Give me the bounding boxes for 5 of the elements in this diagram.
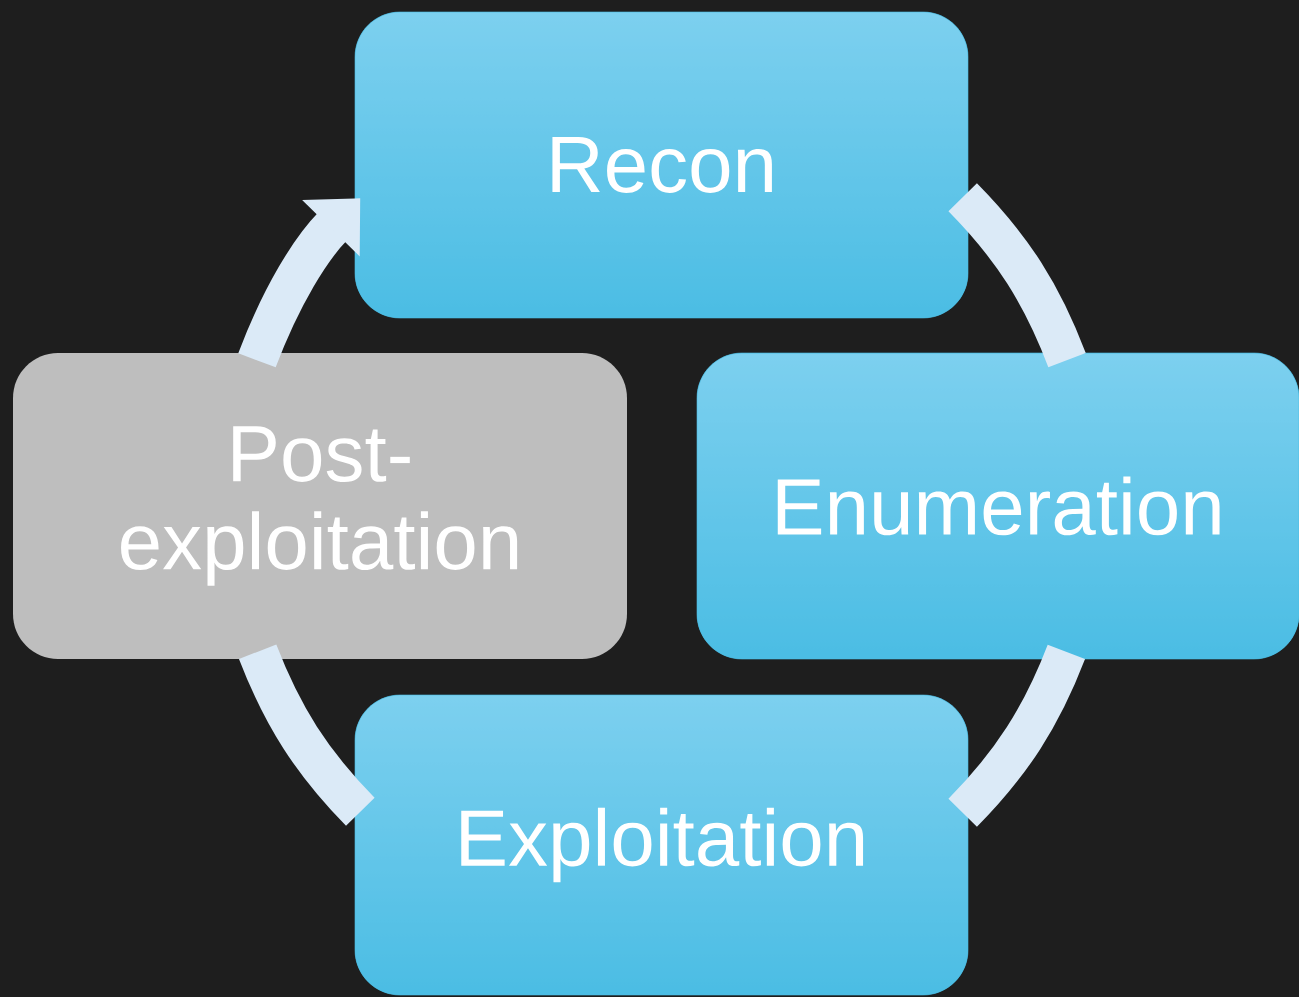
cycle-arrow <box>238 198 361 368</box>
process-box: Enumeration <box>696 352 1299 660</box>
process-box: Post-exploitation <box>13 353 627 659</box>
process-box: Exploitation <box>354 694 969 996</box>
process-box: Recon <box>354 11 969 319</box>
